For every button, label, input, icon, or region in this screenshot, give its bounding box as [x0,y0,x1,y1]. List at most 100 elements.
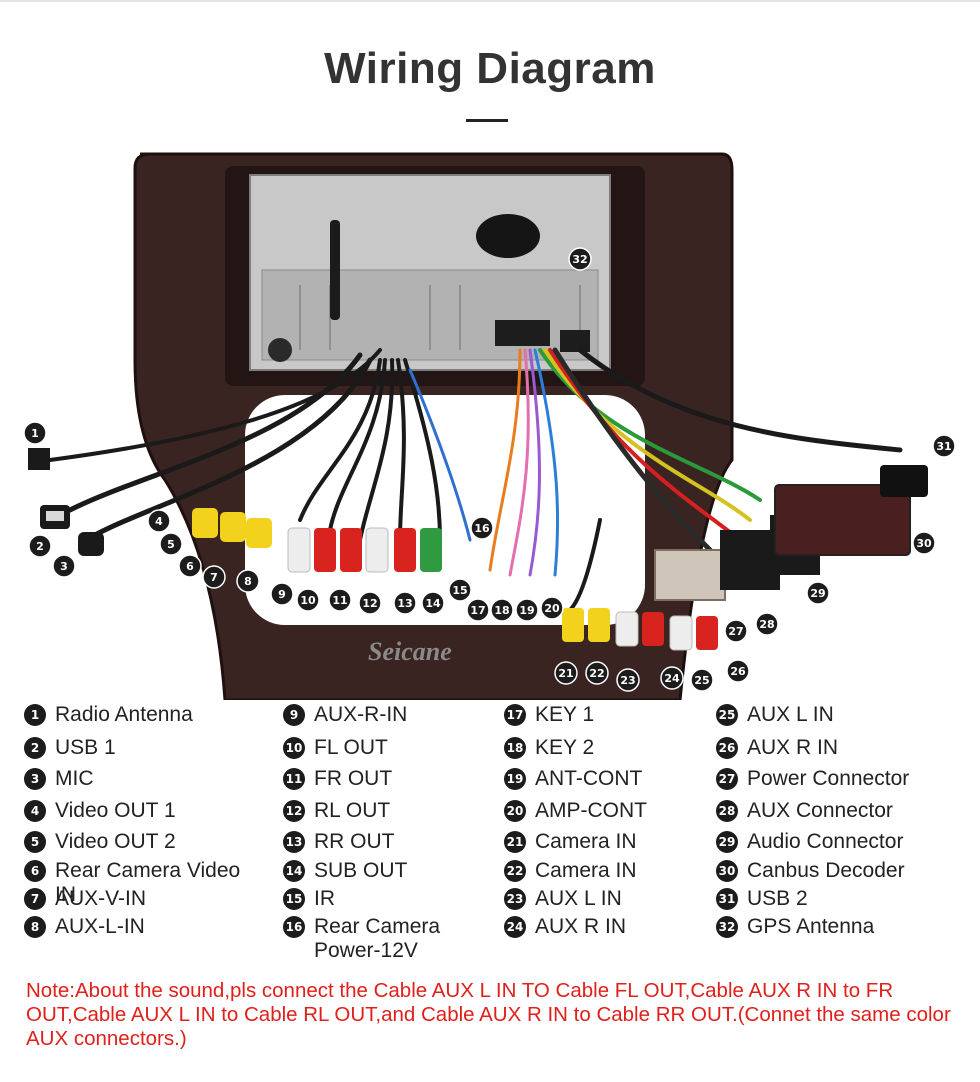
callout-badge-7: 7 [202,565,226,589]
legend-label: AUX L IN [535,887,622,910]
canbus-decoder-box [774,484,911,556]
svg-text:28: 28 [759,618,774,631]
callout-badge-10: 10 [296,588,320,612]
legend-item-31: 31 USB 2 [716,887,946,911]
svg-text:22: 22 [589,667,604,680]
svg-text:10: 10 [300,594,316,607]
svg-text:12: 12 [362,597,377,610]
callout-badge-4: 4 [147,509,171,533]
svg-text:32: 32 [572,253,587,266]
svg-text:15: 15 [452,584,467,597]
legend-label: AUX-V-IN [55,887,147,910]
legend-label: RR OUT [314,830,395,853]
svg-text:23: 23 [620,674,635,687]
audio-rca-plugs [287,527,442,573]
callout-badge-16: 16 [470,516,494,540]
legend-number-badge: 28 [716,800,738,822]
legend-label: AUX L IN [747,703,834,726]
legend-number-badge: 24 [504,916,526,938]
svg-text:19: 19 [519,604,534,617]
radio-antenna-plug [28,448,50,470]
callout-badge-1: 1 [23,421,47,445]
legend-number-badge: 10 [283,737,305,759]
legend-number-badge: 4 [24,800,46,822]
legend-label: Rear Camera Power-12V [314,915,441,962]
callout-badge-5: 5 [159,532,183,556]
callout-badge-23: 23 [616,668,640,692]
callout-badge-15: 15 [448,578,472,602]
cable-bundle [48,347,903,612]
gps-antenna-puck [476,214,540,258]
wifi-antenna [330,220,340,320]
legend-label: Video OUT 1 [55,799,176,822]
legend-number-badge: 31 [716,888,738,910]
svg-text:6: 6 [186,560,194,573]
svg-text:16: 16 [474,522,490,535]
svg-text:2: 2 [36,540,44,553]
legend-number-badge: 22 [504,860,526,882]
legend-number-badge: 20 [504,800,526,822]
camera-rca-plugs [562,608,718,651]
callout-badge-24: 24 [660,666,684,690]
callout-badge-25: 25 [690,668,714,692]
legend-label: KEY 2 [535,736,595,759]
callout-badge-2: 2 [28,534,52,558]
legend-number-badge: 17 [504,704,526,726]
legend-number-badge: 6 [24,860,46,882]
callout-badge-19: 19 [515,598,539,622]
legend-number-badge: 13 [283,831,305,853]
legend-item-4: 4 Video OUT 1 [24,799,254,823]
legend-number-badge: 1 [24,704,46,726]
legend-number-badge: 8 [24,916,46,938]
legend-number-badge: 27 [716,768,738,790]
callout-badge-8: 8 [236,569,260,593]
legend-number-badge: 30 [716,860,738,882]
svg-text:20: 20 [544,602,560,615]
round-connector [268,338,292,362]
legend-label: MIC [55,767,94,790]
callout-badge-18: 18 [490,598,514,622]
legend-item-1: 1 Radio Antenna [24,703,254,727]
power-connector-block [654,549,726,601]
callout-badge-6: 6 [178,554,202,578]
callout-badge-30: 30 [912,531,936,555]
legend-label: KEY 1 [535,703,595,726]
svg-text:24: 24 [664,672,680,685]
legend-label: Radio Antenna [55,703,193,726]
legend-label: SUB OUT [314,859,408,882]
svg-text:14: 14 [425,597,441,610]
legend-label: Video OUT 2 [55,830,176,853]
svg-text:18: 18 [494,604,509,617]
svg-text:3: 3 [60,560,68,573]
top-divider [0,0,980,2]
legend-number-badge: 9 [283,704,305,726]
legend-label: USB 1 [55,736,116,759]
svg-text:25: 25 [694,674,709,687]
legend-number-badge: 12 [283,800,305,822]
callout-badge-17: 17 [466,598,490,622]
legend-item-13: 13 RR OUT [283,830,473,854]
legend-label: IR [314,887,335,910]
legend-number-badge: 3 [24,768,46,790]
svg-text:9: 9 [278,588,286,601]
legend-label: Audio Connector [747,830,904,853]
legend-number-badge: 21 [504,831,526,853]
svg-text:11: 11 [332,594,347,607]
title-underline [466,119,508,122]
svg-text:21: 21 [558,667,573,680]
svg-text:31: 31 [936,440,951,453]
legend-label: USB 2 [747,887,808,910]
legend-label: ANT-CONT [535,767,643,790]
